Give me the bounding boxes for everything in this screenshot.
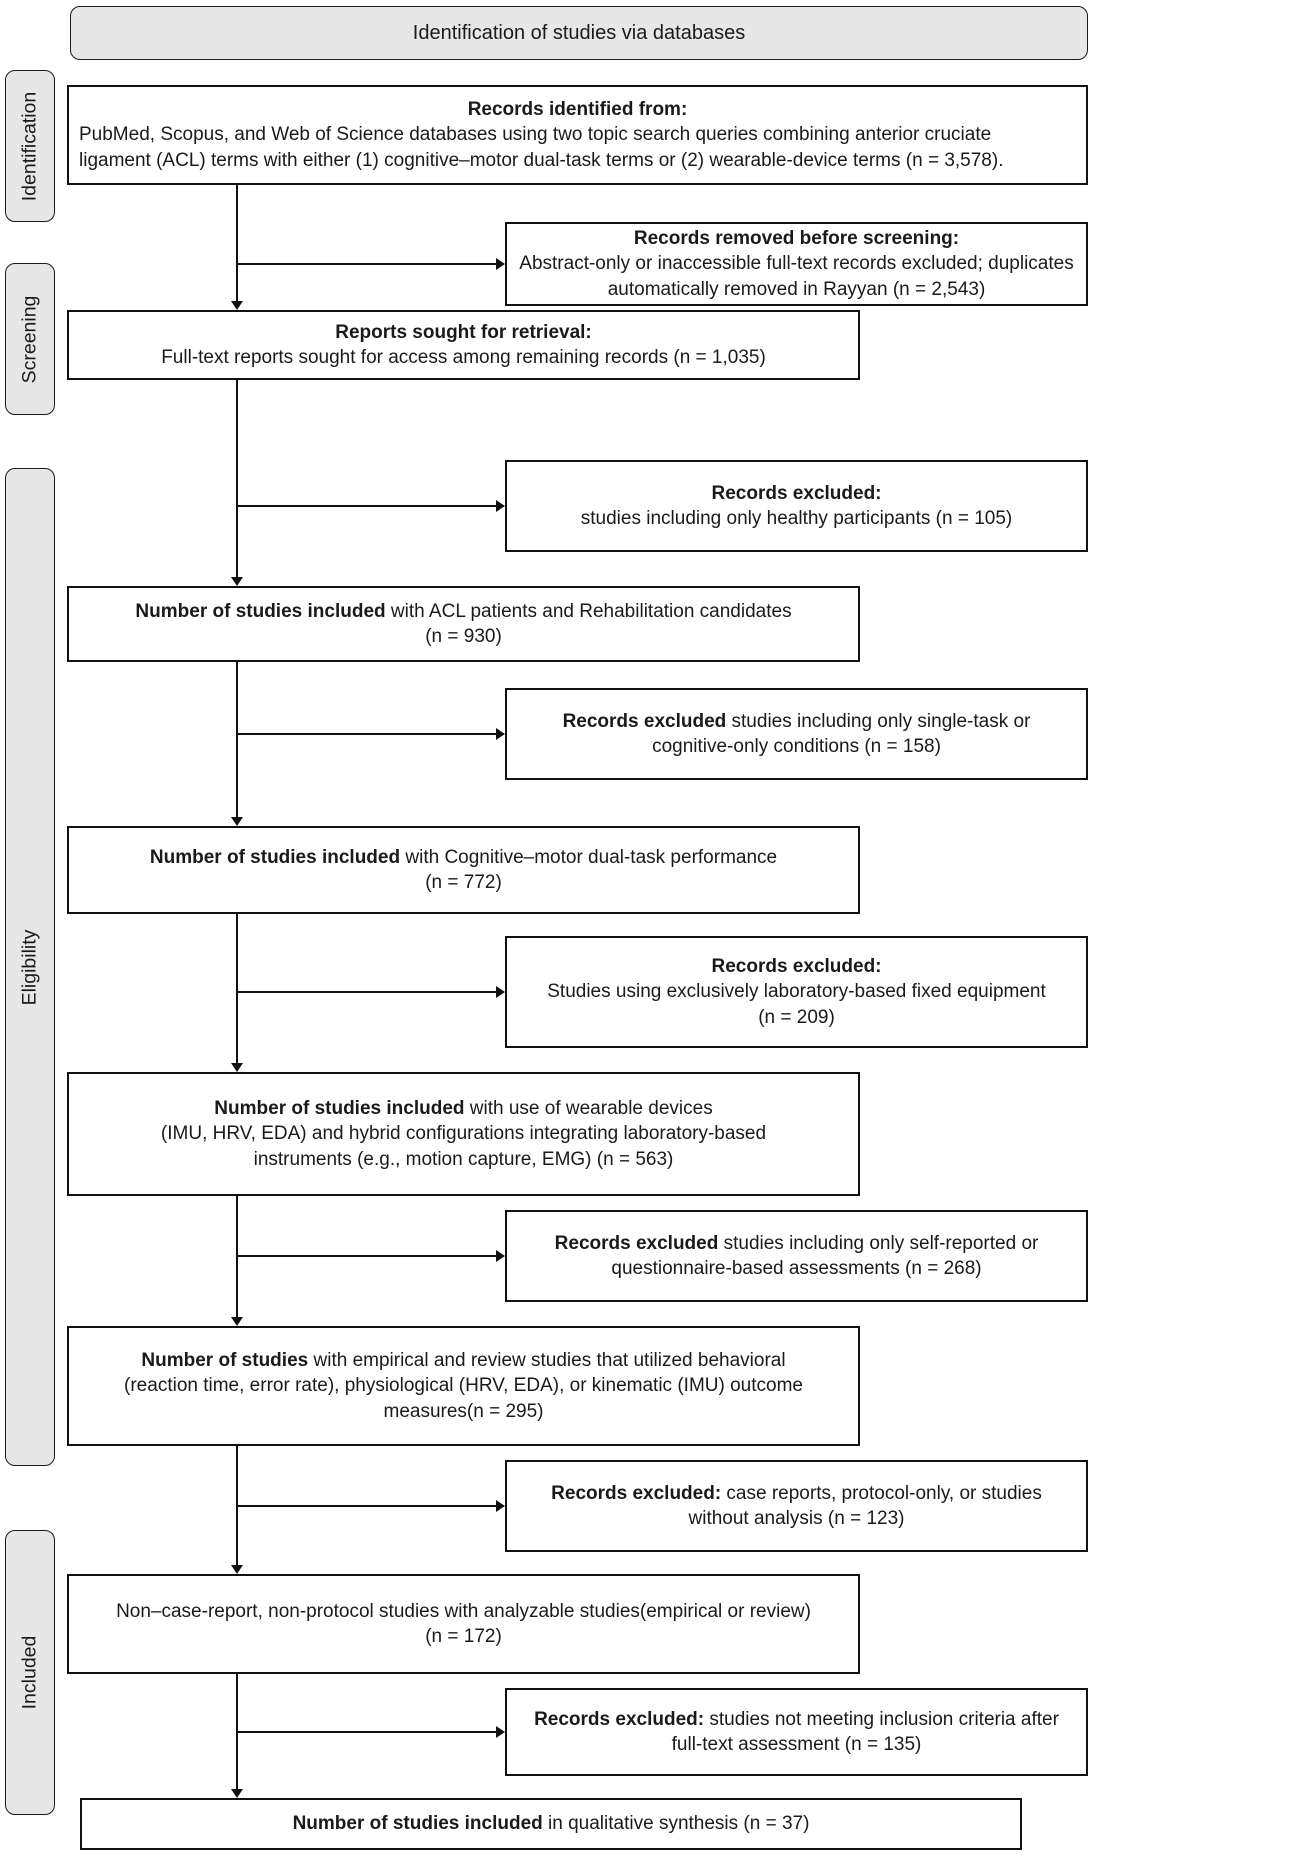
box-included-dual-task: Number of studies included with Cognitiv… (67, 826, 860, 914)
box-excluded-full-text: Records excluded: studies not meeting in… (505, 1688, 1088, 1776)
box-excluded-self-report-rest: studies including only self-reported or … (611, 1232, 1039, 1279)
connector-line (237, 1255, 496, 1257)
box-excluded-self-report: Records excluded studies including only … (505, 1210, 1088, 1302)
box-excluded-single-task-rest: studies including only single-task or co… (652, 710, 1031, 757)
box-excluded-full-text-rest: studies not meeting inclusion criteria a… (671, 1708, 1059, 1755)
box-excluded-healthy-title: Records excluded: (711, 482, 882, 504)
box-included-outcomes-rest: with empirical and review studies that u… (124, 1350, 803, 1422)
box-included-dual-task-rest: with Cognitive–motor dual-task performan… (405, 846, 778, 893)
arrow-down-icon (231, 1789, 243, 1798)
box-excluded-case-reports-body: Records excluded: case reports, protocol… (517, 1481, 1076, 1532)
arrow-right-icon (496, 1250, 505, 1262)
connector-line (237, 1731, 496, 1733)
box-reports-sought-body: Full-text reports sought for access amon… (161, 347, 766, 368)
box-included-outcomes-body: Number of studies with empirical and rev… (79, 1348, 848, 1424)
phase-label-eligibility: Eligibility (18, 929, 41, 1005)
arrow-down-icon (231, 577, 243, 586)
phase-band-screening: Screening (5, 263, 55, 415)
connector-line (237, 1505, 496, 1507)
box-records-removed-body: Abstract-only or inaccessible full-text … (519, 253, 1074, 300)
box-excluded-healthy: Records excluded: studies including only… (505, 460, 1088, 552)
box-excluded-case-reports-lead: Records excluded: (551, 1482, 722, 1504)
box-included-wearables: Number of studies included with use of w… (67, 1072, 860, 1196)
phase-label-screening: Screening (18, 295, 41, 383)
box-included-wearables-lead: Number of studies included (214, 1098, 465, 1120)
phase-label-included: Included (18, 1635, 41, 1710)
box-excluded-case-reports-rest: case reports, protocol-only, or studies … (688, 1482, 1042, 1529)
connector-line (236, 380, 238, 578)
box-included-wearables-rest: with use of wearable devices (IMU, HRV, … (160, 1098, 767, 1170)
box-records-identified-body: PubMed, Scopus, and Web of Science datab… (79, 124, 1004, 171)
box-records-identified: Records identified from: PubMed, Scopus,… (67, 85, 1088, 185)
box-excluded-single-task: Records excluded studies including only … (505, 688, 1088, 780)
arrow-right-icon (496, 1500, 505, 1512)
box-included-dual-task-lead: Number of studies included (149, 846, 401, 868)
connector-line (236, 1196, 238, 1318)
box-included-dual-task-body: Number of studies included with Cognitiv… (79, 845, 848, 896)
box-reports-sought: Reports sought for retrieval: Full-text … (67, 310, 860, 380)
arrow-right-icon (496, 258, 505, 270)
box-excluded-lab-equipment: Records excluded: Studies using exclusiv… (505, 936, 1088, 1048)
phase-band-identification: Identification (5, 70, 55, 222)
connector-line (236, 185, 238, 302)
box-records-identified-title: Records identified from: (467, 99, 688, 121)
connector-line (236, 914, 238, 1064)
box-excluded-full-text-lead: Records excluded: (534, 1708, 705, 1730)
box-included-outcomes: Number of studies with empirical and rev… (67, 1326, 860, 1446)
box-excluded-lab-equipment-body: Studies using exclusively laboratory-bas… (547, 981, 1046, 1028)
arrow-right-icon (496, 986, 505, 998)
box-excluded-single-task-body: Records excluded studies including only … (517, 709, 1076, 760)
box-included-outcomes-lead: Number of studies (141, 1350, 309, 1372)
box-analyzable-studies-rest: Non–case-report, non-protocol studies wi… (116, 1600, 811, 1647)
box-excluded-case-reports: Records excluded: case reports, protocol… (505, 1460, 1088, 1552)
box-included-final-lead: Number of studies included (292, 1813, 543, 1835)
arrow-down-icon (231, 1063, 243, 1072)
box-included-final: Number of studies included in qualitativ… (80, 1798, 1022, 1850)
arrow-right-icon (496, 728, 505, 740)
box-reports-sought-title: Reports sought for retrieval: (335, 321, 592, 343)
phase-label-identification: Identification (18, 91, 41, 201)
arrow-down-icon (231, 817, 243, 826)
box-excluded-full-text-body: Records excluded: studies not meeting in… (517, 1707, 1076, 1758)
box-analyzable-studies-body: Non–case-report, non-protocol studies wi… (79, 1599, 848, 1650)
arrow-down-icon (231, 1565, 243, 1574)
box-excluded-single-task-lead: Records excluded (562, 710, 727, 732)
box-included-wearables-body: Number of studies included with use of w… (79, 1096, 848, 1172)
diagram-header: Identification of studies via databases (70, 6, 1088, 60)
arrow-down-icon (231, 1317, 243, 1326)
box-included-acl: Number of studies included with ACL pati… (67, 586, 860, 662)
box-included-final-body: Number of studies included in qualitativ… (92, 1811, 1010, 1836)
box-included-acl-rest: with ACL patients and Rehabilitation can… (390, 600, 792, 647)
box-included-final-rest: in qualitative synthesis (n = 37) (542, 1813, 810, 1835)
connector-line (236, 662, 238, 818)
connector-line (237, 733, 496, 735)
phase-band-eligibility: Eligibility (5, 468, 55, 1466)
diagram-header-label: Identification of studies via databases (412, 21, 746, 44)
phase-band-included: Included (5, 1530, 55, 1815)
box-records-removed: Records removed before screening: Abstra… (505, 222, 1088, 306)
box-excluded-self-report-lead: Records excluded (554, 1232, 719, 1254)
arrow-right-icon (496, 500, 505, 512)
box-included-acl-body: Number of studies included with ACL pati… (79, 599, 848, 650)
box-excluded-healthy-body: studies including only healthy participa… (580, 508, 1013, 529)
box-records-removed-title: Records removed before screening: (633, 228, 960, 250)
connector-line (237, 991, 496, 993)
box-included-acl-lead: Number of studies included (135, 600, 386, 622)
box-excluded-lab-equipment-title: Records excluded: (711, 956, 882, 978)
connector-line (237, 505, 496, 507)
connector-line (237, 263, 496, 265)
box-analyzable-studies: Non–case-report, non-protocol studies wi… (67, 1574, 860, 1674)
arrow-down-icon (231, 301, 243, 310)
box-excluded-self-report-body: Records excluded studies including only … (517, 1231, 1076, 1282)
arrow-right-icon (496, 1726, 505, 1738)
